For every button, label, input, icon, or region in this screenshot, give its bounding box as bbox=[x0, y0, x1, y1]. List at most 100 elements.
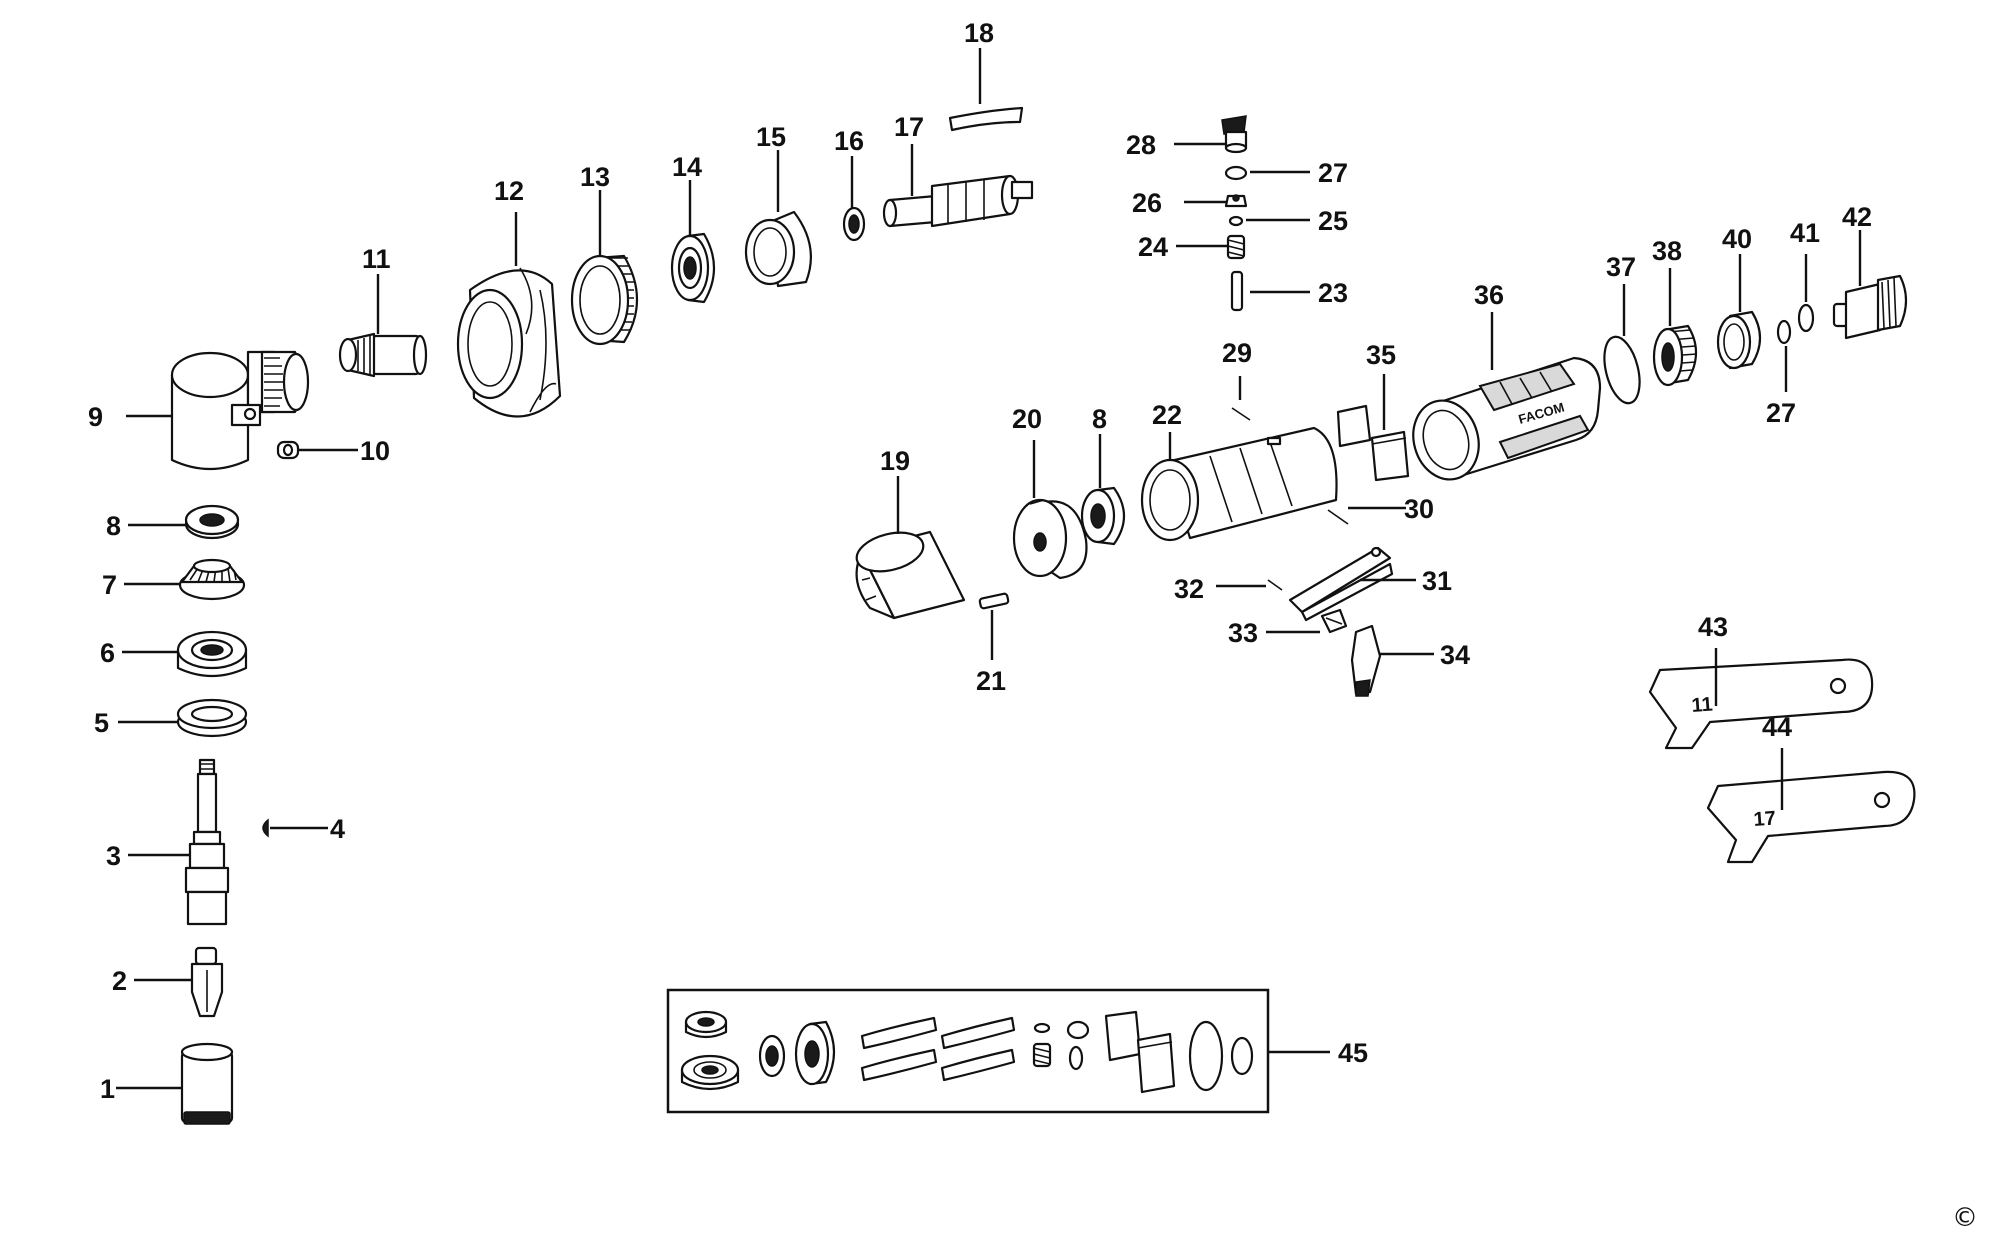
part-14-bearing bbox=[670, 232, 715, 304]
label-19: 19 bbox=[880, 446, 910, 476]
kit-seals bbox=[1032, 1020, 1090, 1071]
part-44-wrench: 17 bbox=[1706, 770, 1916, 864]
wrench-44-size: 17 bbox=[1753, 807, 1777, 830]
label-35: 35 bbox=[1366, 340, 1396, 370]
label-10: 10 bbox=[360, 436, 390, 466]
part-28-valve-plug bbox=[1221, 115, 1248, 154]
label-21: 21 bbox=[976, 666, 1006, 696]
label-29: 29 bbox=[1222, 338, 1252, 368]
part-43-wrench: 11 bbox=[1648, 658, 1874, 750]
part-12-front-housing bbox=[456, 267, 562, 418]
part-5-wave-washer bbox=[176, 698, 248, 738]
part-22-motor-housing bbox=[1140, 426, 1338, 542]
label-45: 45 bbox=[1338, 1038, 1368, 1068]
part-8-bearing-left bbox=[184, 504, 240, 540]
part-3-spindle bbox=[184, 758, 230, 926]
label-27-upper: 27 bbox=[1318, 158, 1348, 188]
part-40-ring-nut bbox=[1716, 310, 1762, 370]
part-38-threaded-sleeve bbox=[1652, 324, 1698, 387]
part-27-o-ring-right bbox=[1776, 319, 1792, 345]
label-4: 4 bbox=[330, 814, 345, 844]
label-20: 20 bbox=[1012, 404, 1042, 434]
copyright-mark: © bbox=[1952, 1203, 1978, 1233]
part-19-cylinder bbox=[855, 530, 966, 620]
label-6: 6 bbox=[100, 638, 115, 668]
part-17-rotor bbox=[882, 174, 1034, 228]
label-3: 3 bbox=[106, 841, 121, 871]
part-1-collet-nut bbox=[180, 1042, 234, 1125]
part-20-end-plate bbox=[1012, 498, 1088, 580]
label-1: 1 bbox=[100, 1074, 115, 1104]
label-27-right: 27 bbox=[1766, 398, 1796, 428]
part-24-spring bbox=[1226, 234, 1246, 260]
label-17: 17 bbox=[894, 112, 924, 142]
part-18-vane bbox=[948, 106, 1024, 132]
label-44: 44 bbox=[1762, 712, 1792, 742]
label-22: 22 bbox=[1152, 400, 1182, 430]
part-13-threaded-ring bbox=[570, 254, 639, 346]
label-36: 36 bbox=[1474, 280, 1504, 310]
label-30: 30 bbox=[1404, 494, 1434, 524]
wrench-43-size: 11 bbox=[1691, 694, 1714, 717]
kit-bearing-side-large bbox=[794, 1020, 836, 1086]
label-24: 24 bbox=[1138, 232, 1168, 262]
label-43: 43 bbox=[1698, 612, 1728, 642]
label-33: 33 bbox=[1228, 618, 1258, 648]
part-42-inlet bbox=[1832, 274, 1908, 340]
part-9-angle-head bbox=[170, 350, 310, 471]
label-7: 7 bbox=[102, 570, 117, 600]
part-4-key bbox=[262, 818, 269, 838]
part-8-bearing-middle bbox=[1080, 486, 1125, 546]
label-42: 42 bbox=[1842, 202, 1872, 232]
label-14: 14 bbox=[672, 152, 702, 182]
part-26-nut bbox=[1224, 194, 1248, 208]
part-27-o-ring-upper bbox=[1224, 165, 1248, 181]
kit-vanes bbox=[860, 1016, 1016, 1082]
part-45-service-kit bbox=[666, 988, 1270, 1114]
label-31: 31 bbox=[1422, 566, 1452, 596]
kit-o-rings bbox=[1188, 1020, 1254, 1092]
part-6-bearing bbox=[176, 630, 248, 678]
label-8-left: 8 bbox=[106, 511, 121, 541]
part-7-bevel-gear bbox=[178, 558, 246, 601]
label-13: 13 bbox=[580, 162, 610, 192]
part-32-pin bbox=[1267, 579, 1283, 591]
label-18: 18 bbox=[964, 18, 994, 48]
part-16-small-bearing bbox=[842, 206, 866, 242]
label-28: 28 bbox=[1126, 130, 1156, 160]
label-41: 41 bbox=[1790, 218, 1820, 248]
part-11-pinion bbox=[338, 332, 428, 378]
part-29-pin bbox=[1231, 407, 1251, 421]
label-25: 25 bbox=[1318, 206, 1348, 236]
part-41-o-ring bbox=[1797, 303, 1815, 333]
label-8-middle: 8 bbox=[1092, 404, 1107, 434]
kit-bearing-small bbox=[684, 1010, 728, 1039]
part-35-pads bbox=[1336, 404, 1410, 482]
part-15-cap bbox=[744, 210, 812, 288]
label-32: 32 bbox=[1174, 574, 1204, 604]
part-23-pin bbox=[1230, 270, 1244, 312]
label-9: 9 bbox=[88, 402, 103, 432]
kit-bearing-side-small bbox=[758, 1034, 786, 1078]
label-26: 26 bbox=[1132, 188, 1162, 218]
label-37: 37 bbox=[1606, 252, 1636, 282]
part-31-lever bbox=[1288, 546, 1394, 622]
part-30-pin bbox=[1327, 509, 1349, 525]
label-2: 2 bbox=[112, 966, 127, 996]
label-40: 40 bbox=[1722, 224, 1752, 254]
part-21-pin bbox=[978, 592, 1010, 610]
kit-bearing-large bbox=[680, 1054, 740, 1091]
label-5: 5 bbox=[94, 708, 109, 738]
label-34: 34 bbox=[1440, 640, 1470, 670]
label-15: 15 bbox=[756, 122, 786, 152]
label-23: 23 bbox=[1318, 278, 1348, 308]
part-25-small-o-ring bbox=[1228, 215, 1244, 227]
part-34-trigger bbox=[1350, 624, 1382, 697]
part-36-grip-housing: FACOM bbox=[1412, 356, 1602, 481]
part-2-collet bbox=[190, 946, 224, 1018]
part-37-o-ring bbox=[1603, 335, 1641, 405]
part-33-spring-clip bbox=[1320, 608, 1348, 634]
label-38: 38 bbox=[1652, 236, 1682, 266]
